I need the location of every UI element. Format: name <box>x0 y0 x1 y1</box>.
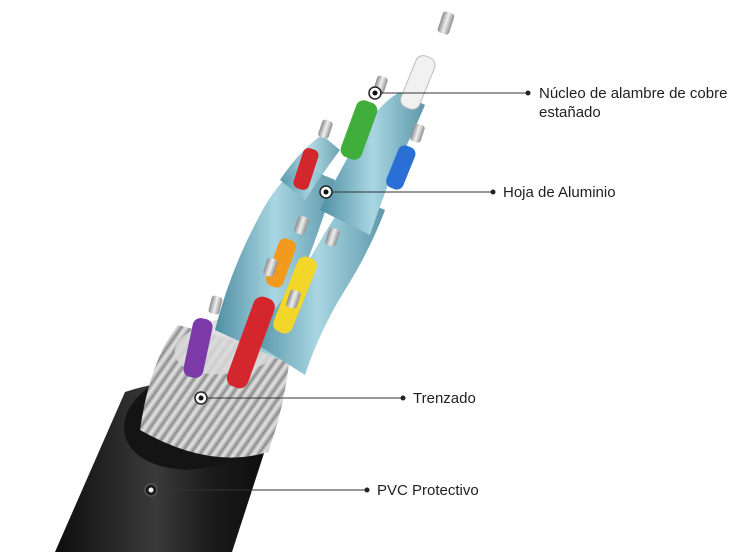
label-tinned-copper-core: Núcleo de alambre de cobre estañado <box>539 85 728 121</box>
conductor-tips <box>208 11 455 315</box>
callout-foil <box>319 185 496 199</box>
green-wire <box>340 100 378 160</box>
callout-pvc <box>144 483 370 497</box>
callout-braid <box>194 391 406 405</box>
red-wire-lower <box>226 296 275 389</box>
blue-wire <box>386 145 416 190</box>
red-wire-upper <box>293 148 319 190</box>
callout-core <box>368 86 531 100</box>
label-aluminum-foil: Hoja de Aluminio <box>503 184 616 201</box>
label-braid: Trenzado <box>413 390 476 407</box>
white-wire <box>400 55 436 110</box>
label-pvc-jacket: PVC Protectivo <box>377 482 479 499</box>
purple-wire <box>183 318 213 378</box>
